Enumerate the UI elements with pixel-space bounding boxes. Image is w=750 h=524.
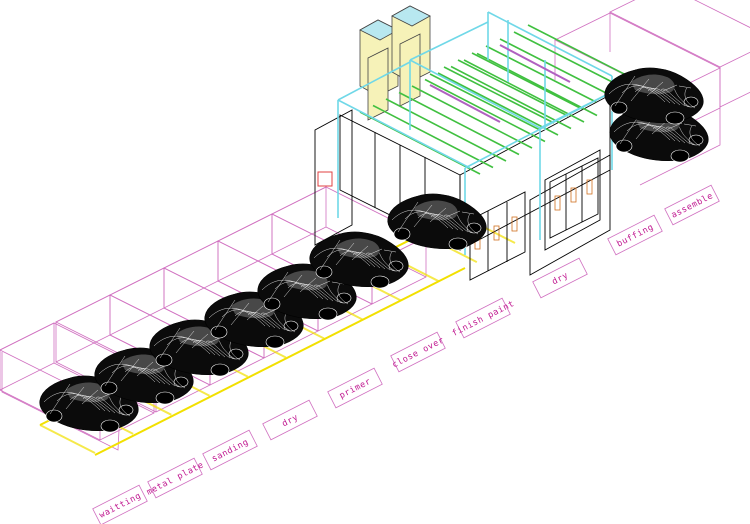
station-label-text: sanding (210, 437, 250, 464)
bay-end-1 (609, 0, 750, 108)
station-label-box (390, 331, 446, 373)
paint-booth (314, 5, 639, 281)
station-label-close-over: close over (390, 331, 446, 373)
station-label-box (664, 184, 720, 226)
car-finish-paint (387, 193, 487, 251)
track-rail-1 (94, 267, 466, 456)
station-label-metal-plate: metal plate (145, 457, 206, 499)
station-label-box (327, 367, 383, 409)
station-label-text: waitting (98, 491, 143, 521)
booth-rails (337, 11, 613, 255)
exhaust-duct-right (391, 5, 431, 107)
cars (39, 67, 709, 433)
station-label-dry-2: dry (532, 257, 588, 299)
station-label-assemble: assemble (664, 184, 720, 226)
station-label-text: close over (391, 335, 446, 370)
station-label-text: assemble (670, 191, 715, 221)
station-label-buffing: buffing (607, 214, 663, 256)
station-label-primer: primer (327, 367, 383, 409)
exhaust-duct-left (359, 19, 399, 121)
station-label-finish-paint: finish paint (451, 297, 517, 339)
car-close-over (309, 231, 409, 289)
station-label-box (455, 297, 511, 339)
station-label-box (262, 399, 318, 441)
station-label-dry: dry (262, 399, 318, 441)
station-label-box (147, 457, 203, 499)
station-label-box (607, 214, 663, 256)
station-label-waitting: waitting (92, 484, 148, 524)
station-label-box (532, 257, 588, 299)
station-label-box (202, 429, 258, 471)
station-label-text: finish paint (451, 299, 517, 339)
station-label-sanding: sanding (202, 429, 258, 471)
car-buffing (604, 67, 704, 125)
station-label-box (92, 484, 148, 524)
station-label-text: buffing (615, 222, 655, 249)
